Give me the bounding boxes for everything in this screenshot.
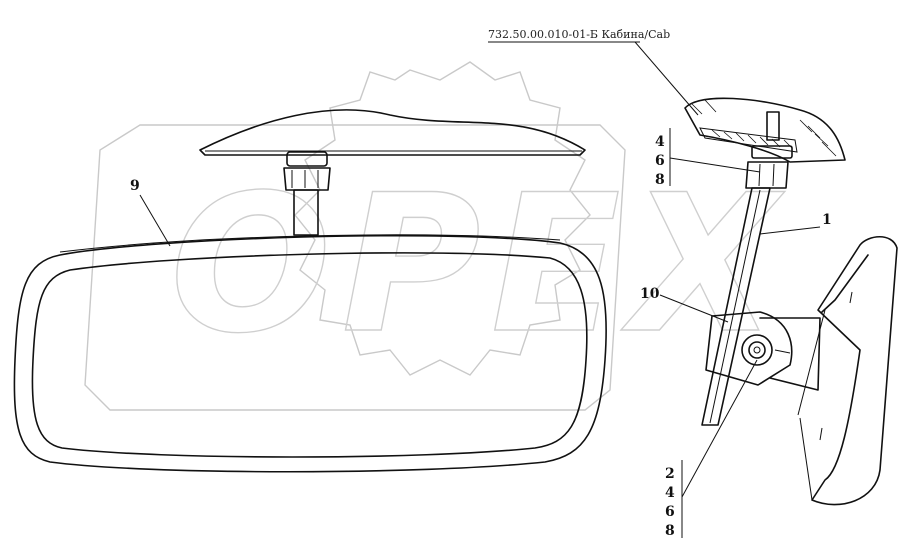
watermark: OPEX [84,61,787,411]
callout-upper-6: 6 [655,153,665,169]
cab-section [684,97,846,189]
mounting-rod [701,187,771,426]
callout-lower-6: 6 [665,504,675,520]
watermark-text: OPEX [170,154,787,375]
callout-lower-2: 2 [665,466,675,482]
callout-stack-upper: 4 6 8 [655,134,665,188]
callout-upper-4: 4 [655,134,665,150]
upper-mount-plate [199,109,586,236]
callout-lower-8: 8 [665,523,675,539]
callout-lower-4: 4 [665,485,675,501]
callout-10: 10 [640,286,660,302]
callout-9: 9 [130,178,140,194]
leader-lines [139,41,821,538]
cab-reference-label: 732.50.00.010-01-Б Кабина/Cab [488,28,670,41]
side-mirror [797,235,898,506]
rear-view-mirror [13,234,607,473]
callout-stack-lower: 2 4 6 8 [665,466,675,539]
swivel-bracket [705,311,821,391]
callout-1: 1 [822,212,832,228]
callout-upper-8: 8 [655,172,665,188]
